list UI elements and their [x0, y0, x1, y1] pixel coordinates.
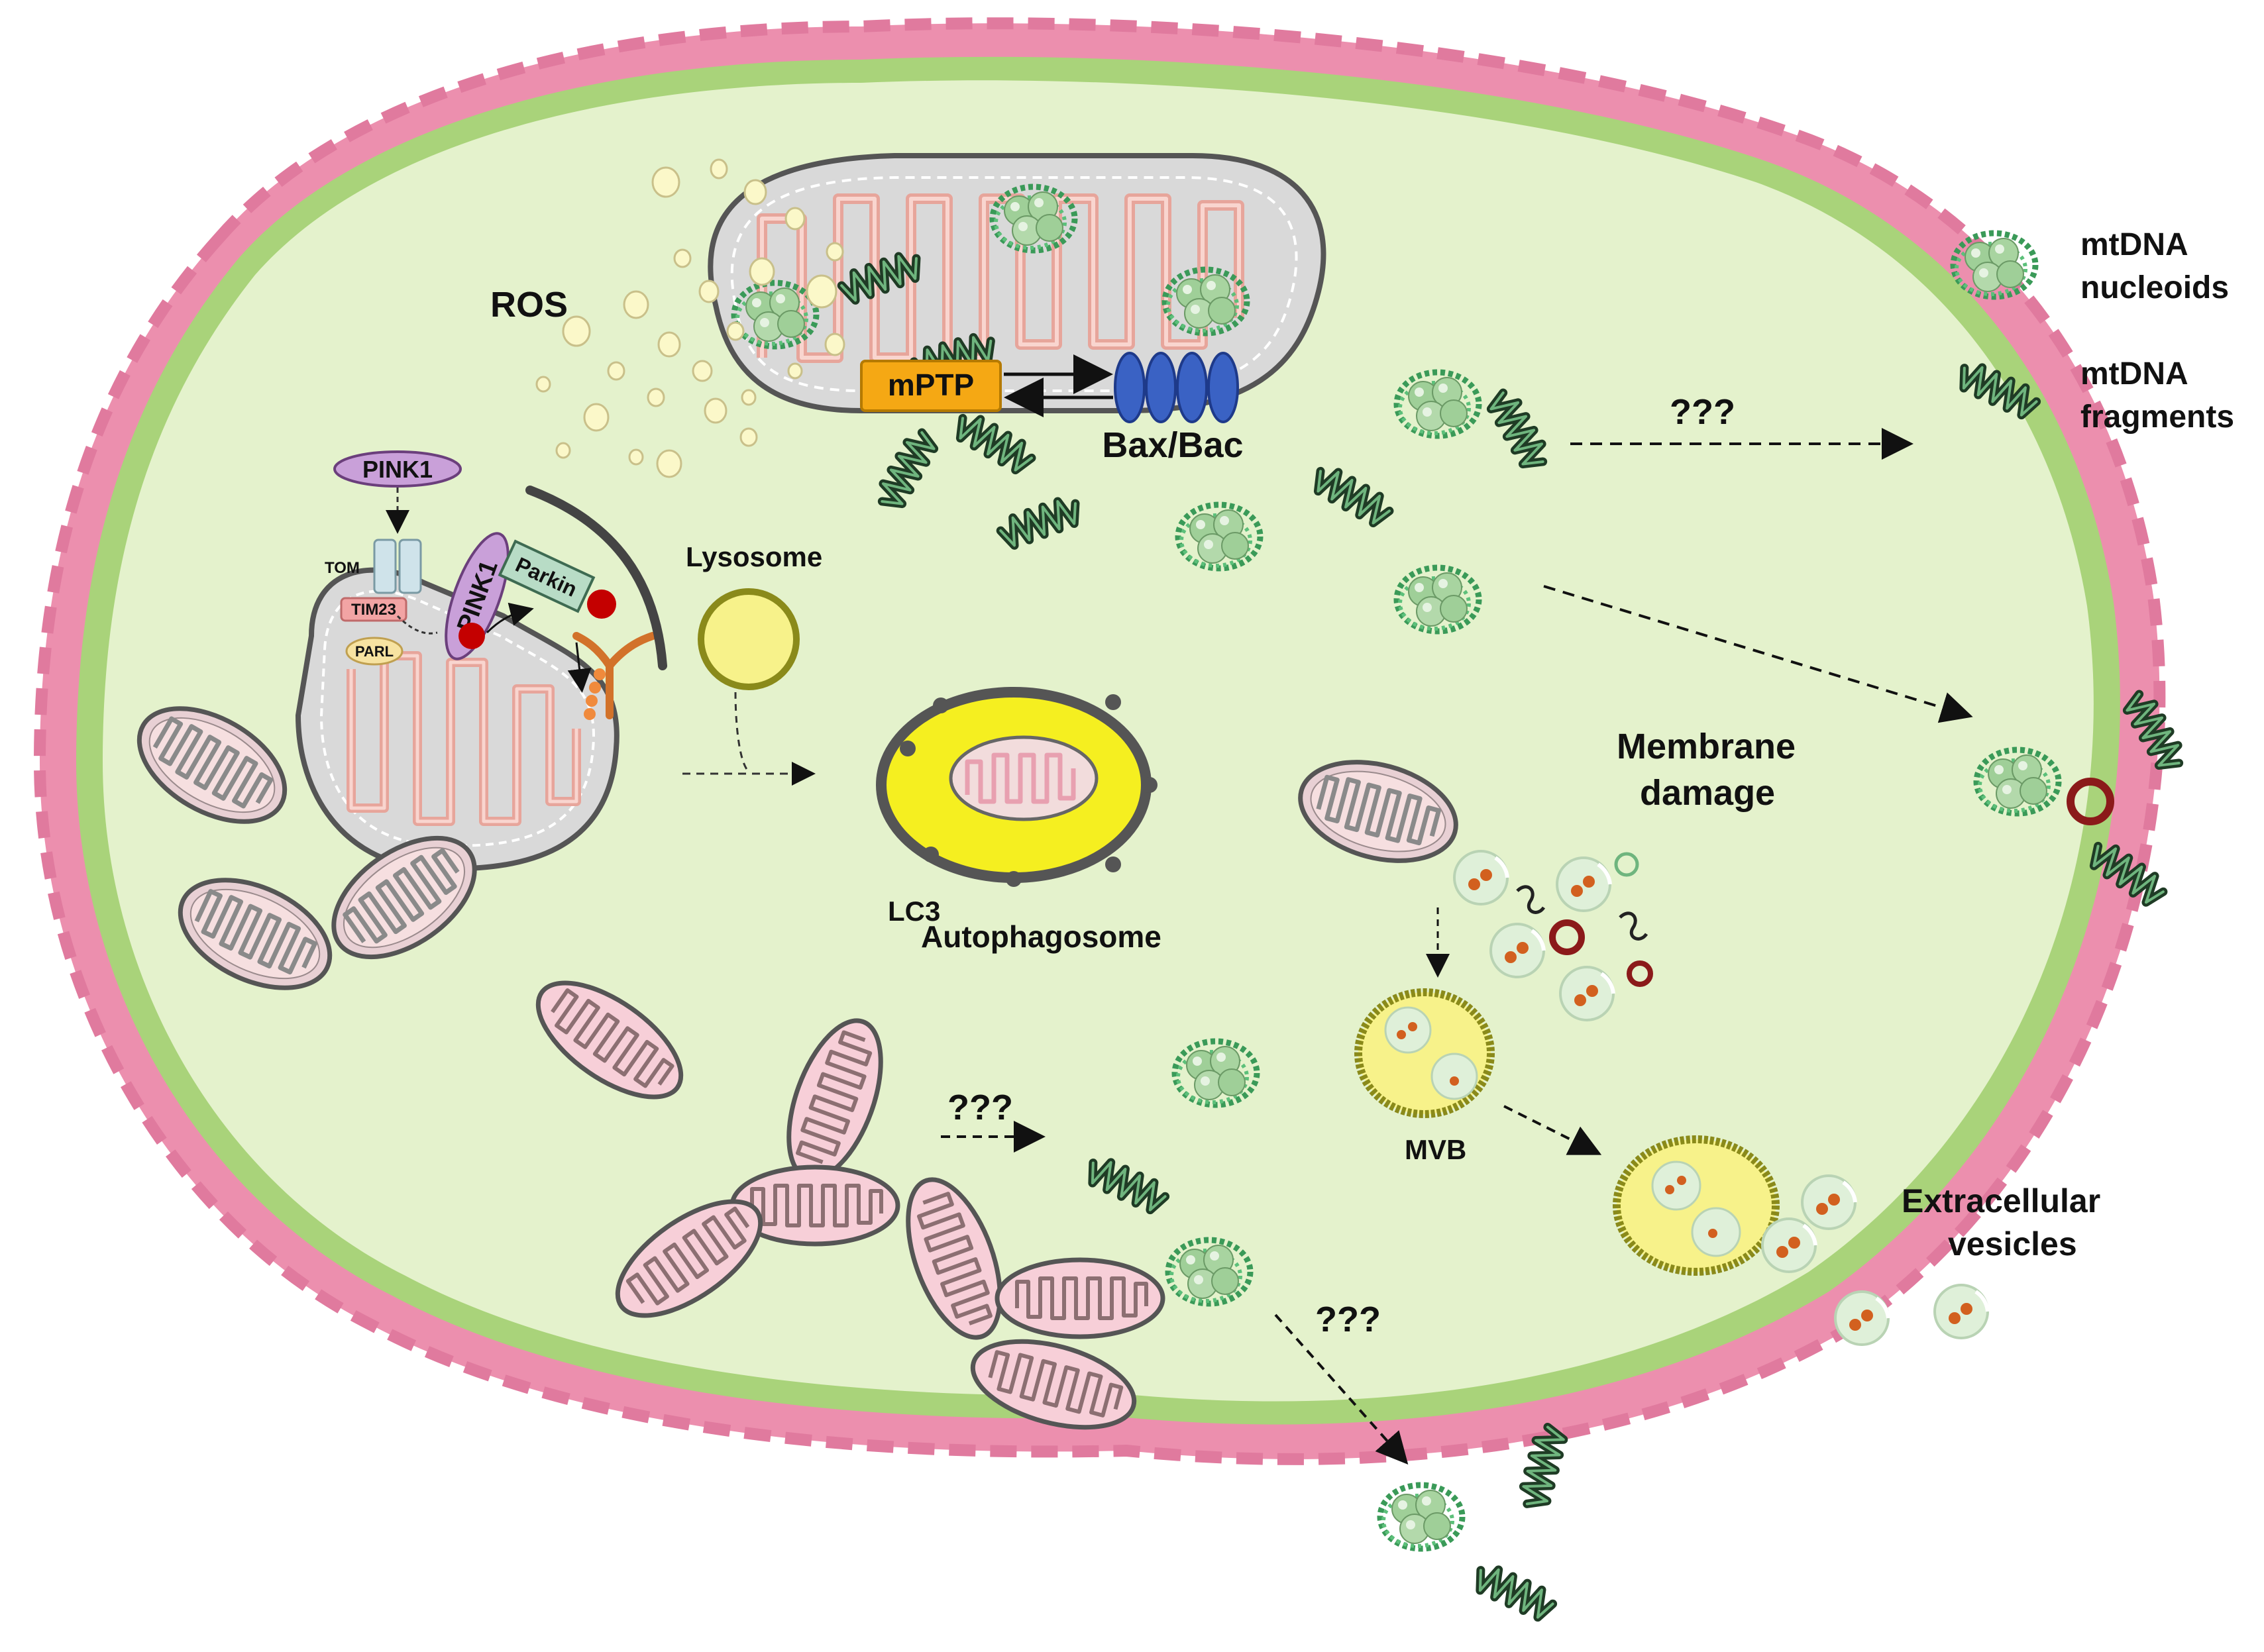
mvb	[1354, 988, 1495, 1118]
lc3-receptor	[572, 632, 657, 719]
circular-mtdna	[2067, 778, 2114, 825]
ubiquitin-chain	[584, 668, 606, 720]
mptp-bax-arrows	[1004, 354, 1113, 417]
pink1-cytosolic: PINK1	[333, 450, 462, 488]
tim23-label: TIM23	[351, 601, 396, 619]
ros-bubbles	[535, 158, 845, 478]
bax-bac-label: Bax/Bac	[1102, 425, 1243, 465]
lc3-label: LC3	[888, 896, 940, 927]
ros-label: ROS	[490, 285, 568, 325]
extracellular-label-1: Extracellular	[1902, 1182, 2100, 1219]
lysosome	[698, 588, 800, 690]
extracellular-label-2: vesicles	[1948, 1225, 2077, 1263]
parl-label: PARL	[355, 643, 394, 660]
unknown-label-2: ???	[947, 1088, 1013, 1127]
legend: mtDNA nucleoids mtDNA fragments	[1953, 227, 2234, 435]
lysosome-label: Lysosome	[686, 541, 822, 572]
autophagosome	[876, 687, 1158, 887]
ubiquitin-1	[458, 623, 485, 649]
cytosolic-vesicles	[1454, 851, 1653, 1020]
mvb-fusing	[1613, 1135, 1780, 1276]
bax-bac-oligomer	[1114, 352, 1239, 423]
unknown-label-1: ???	[1670, 392, 1735, 432]
ubiquitination-arrow	[567, 642, 592, 693]
lysosome-fusion-path	[734, 692, 750, 773]
pink1-top-label: PINK1	[362, 456, 433, 483]
fragment-outside-lower-2	[1473, 1563, 1556, 1621]
unknown-label-3: ???	[1315, 1300, 1381, 1339]
pink1-cleavage-path	[396, 615, 438, 635]
mvb-label: MVB	[1405, 1134, 1466, 1165]
tom-label: TOM	[325, 559, 360, 577]
parl-protease: PARL	[345, 637, 404, 666]
autophagosome-label: Autophagosome	[921, 919, 1161, 954]
mptp-label: mPTP	[888, 368, 974, 402]
release-arrow-lower	[1274, 1314, 1409, 1465]
membrane-damage-label-2: damage	[1640, 773, 1775, 813]
parkin-recruit-arrow	[486, 602, 534, 634]
arrow-to-membrane-damage	[1543, 585, 1973, 723]
tom-complex	[373, 539, 422, 594]
legend-nucleoids-line1: mtDNA	[2080, 227, 2188, 262]
tim23-complex: TIM23	[340, 597, 407, 622]
ubiquitin-2	[587, 590, 616, 619]
legend-fragments-line2: fragments	[2080, 399, 2234, 435]
legend-nucleoids-line2: nucleoids	[2080, 270, 2229, 305]
nucleoid-outside-lower	[1380, 1485, 1462, 1549]
arrow-to-membrane-fusion	[1503, 1105, 1602, 1155]
membrane-damage-label-1: Membrane	[1617, 727, 1796, 766]
phagophore-membrane	[525, 486, 667, 670]
mptp-pore: mPTP	[860, 360, 1002, 412]
legend-fragments-line1: mtDNA	[2080, 356, 2188, 391]
